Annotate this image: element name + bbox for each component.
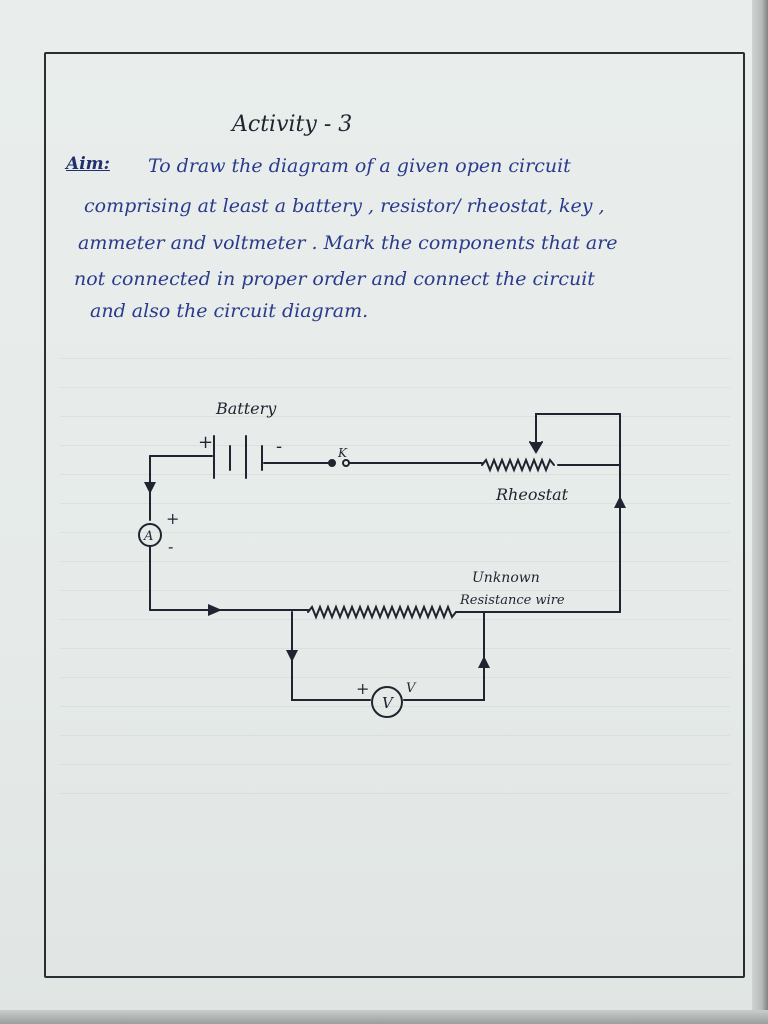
resistor-label-wire: Resistance wire [459,593,565,608]
key-label: K [337,446,348,460]
ammeter-symbol: A [143,529,153,544]
arrow-branch-up [478,656,490,668]
rheostat-label: Rheostat [495,485,569,504]
arrow-bottom-right [208,604,222,616]
arrow-right-up [614,496,626,508]
ammeter-plus-sign: + [166,509,179,528]
voltmeter-circle [371,686,403,718]
resistor-label-unknown: Unknown [472,570,540,586]
page-edge [752,0,768,1024]
show-through-lines [60,330,730,800]
rheostat-coil [481,457,555,473]
voltmeter-label: V [406,681,417,696]
aim-line-4: not connected in proper order and connec… [74,268,595,290]
page-bottom-edge [0,1010,768,1024]
aim-line-1: To draw the diagram of a given open circ… [148,155,571,177]
arrow-branch-down [286,650,298,662]
aim-line-2: comprising at least a battery , resistor… [84,195,605,217]
battery-minus-sign: - [276,436,282,457]
resistor-coil [307,604,457,620]
voltmeter-symbol: V [382,694,395,712]
page-border [44,52,745,978]
arrow-left-down [144,482,156,494]
activity-title: Activity - 3 [232,112,353,137]
aim-line-3: ammeter and voltmeter . Mark the compone… [78,232,618,254]
aim-label: Aim: [66,154,110,174]
voltmeter-plus-sign: + [356,679,369,698]
key-contact-left [328,459,336,467]
aim-line-5: and also the circuit diagram. [90,300,369,322]
battery-label: Battery [215,399,277,418]
voltmeter-branch-right [403,611,485,701]
battery-plus-sign: + [198,432,213,453]
rheostat-slider [535,413,621,451]
voltmeter-branch-left [291,611,371,701]
ammeter-minus-sign: - [168,537,173,556]
